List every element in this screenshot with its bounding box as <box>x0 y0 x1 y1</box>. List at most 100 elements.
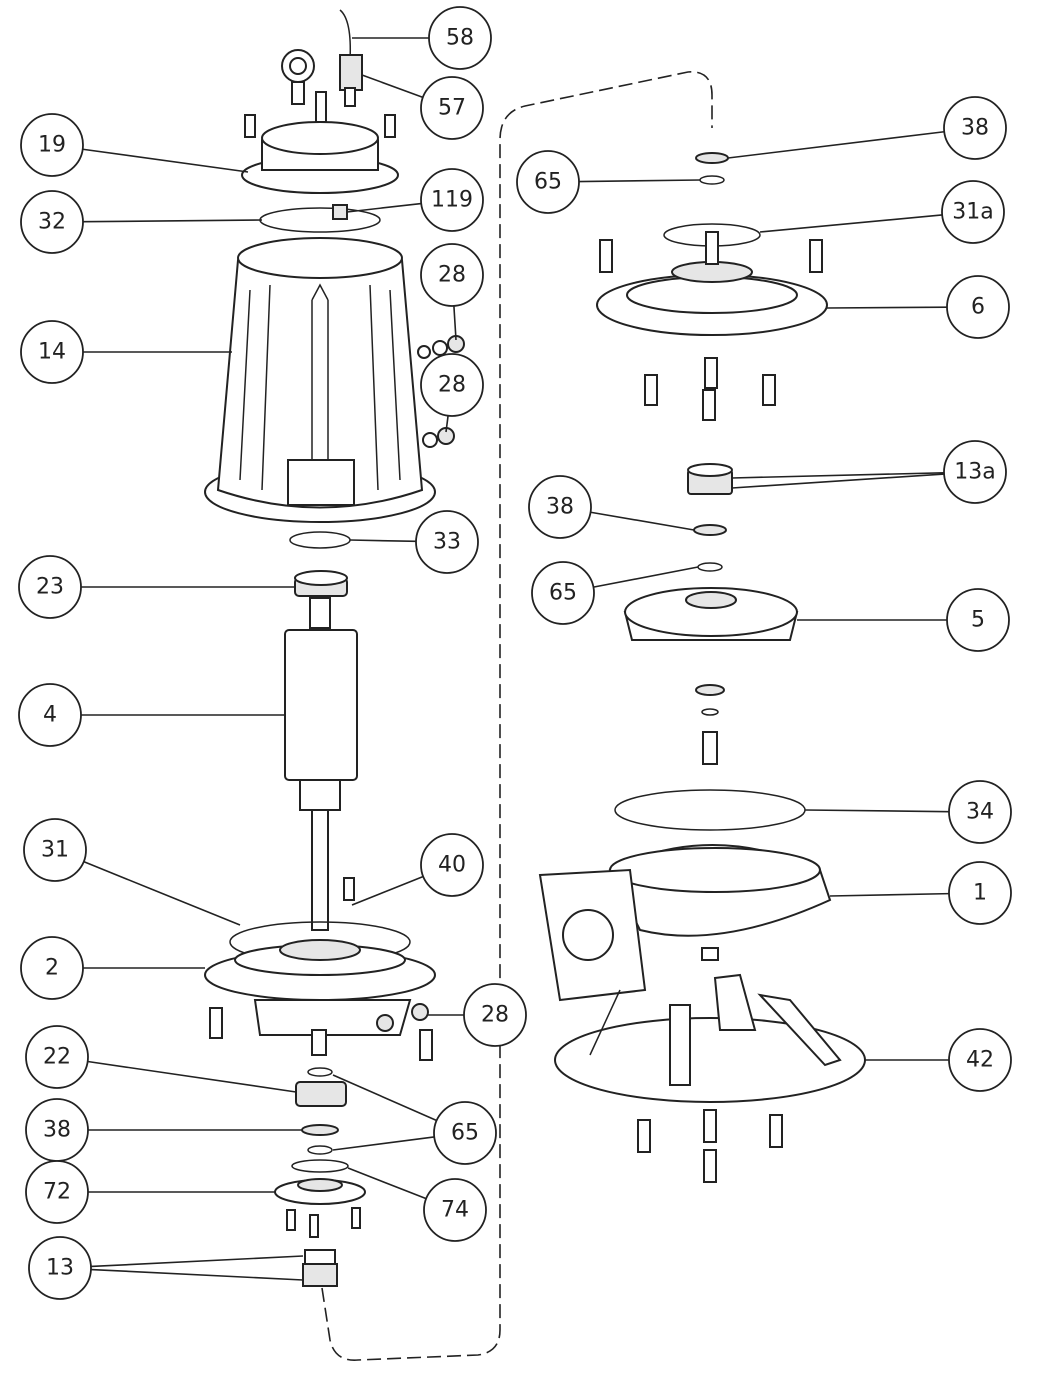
callout-28: 28 <box>420 353 484 433</box>
callout-34: 34 <box>804 780 1012 844</box>
leader-line <box>83 860 241 926</box>
callout-14: 14 <box>20 320 232 384</box>
callout-42: 42 <box>865 1028 1012 1092</box>
callout-label: 65 <box>549 581 577 606</box>
callout-label: 33 <box>433 530 461 555</box>
callout-bubble <box>946 588 1010 652</box>
o-ring-32 <box>259 207 381 233</box>
callout-label: 6 <box>971 295 985 320</box>
callout-label: 40 <box>438 853 466 878</box>
leader-line <box>453 305 457 341</box>
callout-label: 13 <box>46 1256 74 1281</box>
seal-housing-6 <box>596 231 828 421</box>
callout-bubble <box>18 683 82 747</box>
callout-label: 65 <box>534 170 562 195</box>
callout-38: 38 <box>25 1098 302 1162</box>
leader-line <box>332 1074 437 1122</box>
callout-label: 1 <box>973 881 987 906</box>
plugs-28-housing <box>417 335 465 448</box>
callout-bubble <box>428 6 492 70</box>
callout-bubble <box>20 190 84 254</box>
callout-label: 14 <box>38 340 66 365</box>
callout-74: 74 <box>347 1167 487 1242</box>
key-40 <box>343 877 355 901</box>
leader-line <box>361 74 424 99</box>
callout-label: 22 <box>43 1045 71 1070</box>
callout-bubble <box>20 113 84 177</box>
callout-label: 31 <box>41 838 69 863</box>
washer-38-top <box>695 152 729 164</box>
callout-bubble <box>516 150 580 214</box>
leader-line <box>347 1167 427 1200</box>
callout-33: 33 <box>349 510 479 574</box>
o-ring-33 <box>289 531 351 549</box>
bearing-23 <box>294 570 348 597</box>
callout-label: 13a <box>954 460 995 485</box>
callout-label: 38 <box>546 495 574 520</box>
callout-label: 31a <box>952 200 993 225</box>
pump-casing-1 <box>538 844 832 1002</box>
leader-line <box>829 892 950 897</box>
callout-58: 58 <box>352 6 492 70</box>
callout-label: 58 <box>446 26 474 51</box>
assembly-boundary-dashed-line <box>321 71 713 1361</box>
callout-65: 65 <box>332 1074 497 1165</box>
callout-label: 19 <box>38 133 66 158</box>
callout-bubble <box>18 555 82 619</box>
callout-label: 38 <box>43 1118 71 1143</box>
callout-31: 31 <box>23 818 241 926</box>
callout-bubble <box>420 168 484 232</box>
ring-65-mid <box>697 562 723 572</box>
callout-bubble <box>528 475 592 539</box>
leader-line <box>90 1268 304 1281</box>
callout-31a: 31a <box>759 180 1005 244</box>
callout-13: 13 <box>28 1236 304 1300</box>
callout-label: 34 <box>966 800 994 825</box>
callout-2: 2 <box>20 936 205 1000</box>
callout-65: 65 <box>531 561 699 625</box>
callout-38: 38 <box>727 96 1007 160</box>
washer-38 <box>301 1124 339 1136</box>
callout-65: 65 <box>516 150 701 214</box>
leader-line <box>82 219 263 223</box>
callout-119: 119 <box>346 168 484 232</box>
callout-5: 5 <box>797 588 1010 652</box>
callout-bubble <box>23 818 87 882</box>
cover-19 <box>241 91 399 194</box>
callout-bubble <box>463 983 527 1047</box>
callout-label: 4 <box>43 703 57 728</box>
ring-65b <box>307 1145 333 1155</box>
leader-line <box>445 415 449 433</box>
leader-line <box>87 1060 297 1093</box>
callout-bubble <box>420 833 484 897</box>
bearing-bracket-2 <box>204 939 436 1061</box>
callout-bubble <box>420 243 484 307</box>
callout-bubble <box>415 510 479 574</box>
callout-bubble <box>420 76 484 140</box>
callout-label: 119 <box>431 188 473 213</box>
motor-housing-14 <box>204 237 436 523</box>
callout-bubble <box>433 1101 497 1165</box>
callout-label: 57 <box>438 96 466 121</box>
callout-label: 65 <box>451 1121 479 1146</box>
washer-38-mid <box>693 524 727 536</box>
leader-line <box>349 539 417 543</box>
callout-13a: 13a <box>731 440 1007 504</box>
leader-line <box>804 809 950 813</box>
callout-bubble <box>423 1178 487 1242</box>
stand-42 <box>554 973 866 1183</box>
callout-bubble <box>20 936 84 1000</box>
callout-bubble <box>20 320 84 384</box>
ring-65-top <box>699 175 725 185</box>
callout-1: 1 <box>829 861 1012 925</box>
callout-40: 40 <box>351 833 484 906</box>
callout-19: 19 <box>20 113 249 177</box>
callout-4: 4 <box>18 683 285 747</box>
callout-bubble <box>28 1236 92 1300</box>
leader-line <box>826 306 948 309</box>
callout-label: 5 <box>971 608 985 633</box>
callout-label: 28 <box>438 373 466 398</box>
leader-line <box>727 130 945 159</box>
callout-32: 32 <box>20 190 263 254</box>
